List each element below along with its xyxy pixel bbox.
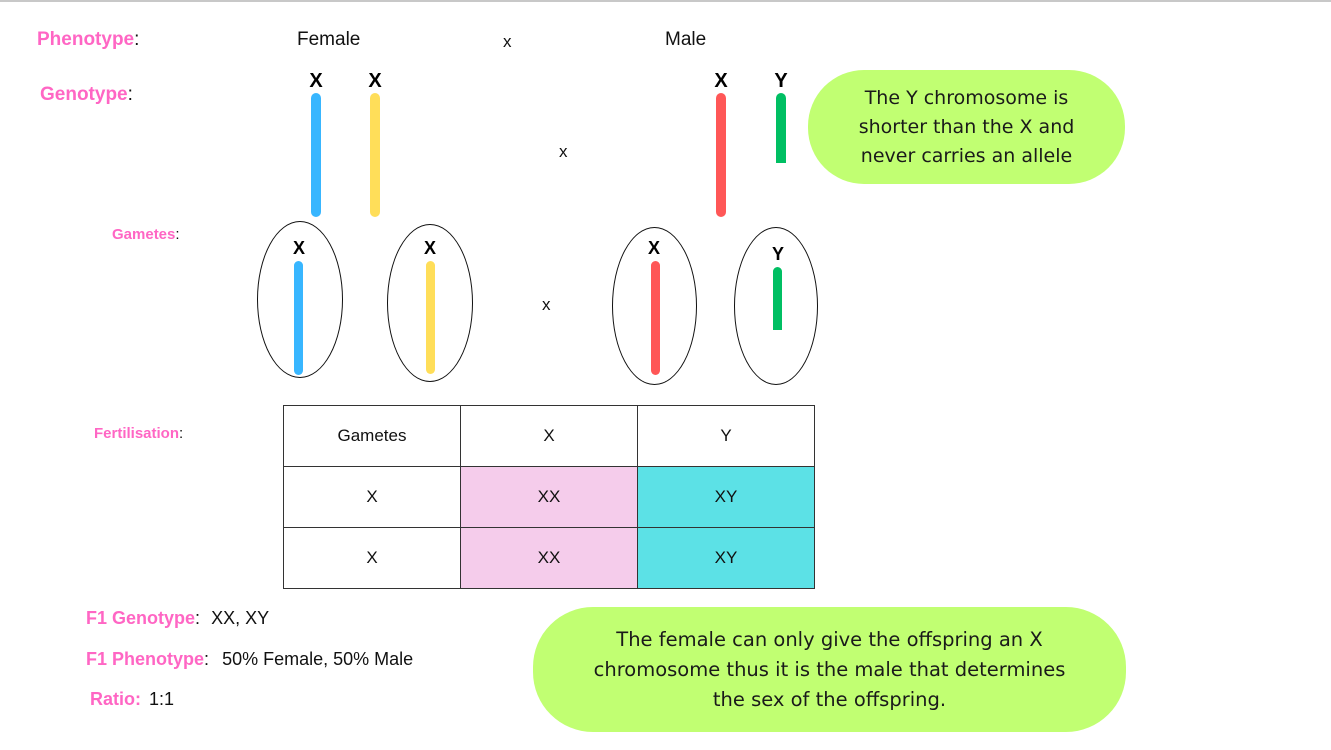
- genotype-label-group: Genotype:: [40, 84, 133, 106]
- table-header-cell: X: [460, 405, 638, 467]
- phenotype-colon: :: [134, 29, 140, 50]
- gamete-1-chromosome-blue: [294, 261, 303, 375]
- table-row: X XX XY: [283, 466, 815, 528]
- fertilisation-label: Fertilisation: [94, 425, 180, 442]
- f1-genotype-colon: :: [195, 608, 201, 628]
- phenotype-label-group: Phenotype:: [37, 29, 139, 51]
- gamete-4-label: Y: [771, 244, 784, 264]
- female-chromosome-1-label: X: [309, 70, 323, 92]
- f1-phenotype-colon: :: [204, 649, 210, 669]
- female-chromosome-2-label: X: [368, 70, 382, 92]
- male-chromosome-2-label: Y: [774, 70, 788, 92]
- callout-line: the sex of the offspring.: [712, 687, 947, 711]
- offspring-male-cell: XY: [637, 466, 815, 528]
- gamete-1-label: X: [292, 238, 305, 258]
- f1-genotype-label: F1 Genotype: [86, 608, 196, 628]
- top-divider: [0, 0, 1331, 2]
- callout-line: The Y chromosome is: [864, 86, 1069, 109]
- gamete-3-label: X: [647, 238, 660, 258]
- offspring-male-cell: XY: [637, 527, 815, 589]
- genotype-label: Genotype: [40, 84, 128, 105]
- f1-genotype-row: F1 Genotype: XX, XY: [86, 608, 269, 629]
- ratio-row: Ratio: 1:1: [90, 689, 174, 710]
- offspring-female-cell: XX: [460, 527, 638, 589]
- male-y-chromosome-green: [776, 93, 786, 163]
- fertilisation-colon: :: [179, 425, 184, 442]
- phenotype-label: Phenotype: [37, 29, 135, 50]
- f1-phenotype-value: 50% Female, 50% Male: [222, 649, 414, 669]
- genotype-colon: :: [127, 84, 133, 105]
- gamete-4-chromosome-green: [773, 267, 782, 330]
- f1-phenotype-label: F1 Phenotype: [86, 649, 205, 669]
- table-header-row: Gametes X Y: [283, 405, 815, 467]
- gamete-male-2: [734, 227, 818, 385]
- gamete-2-chromosome-yellow: [426, 261, 435, 374]
- row-gamete-cell: X: [283, 466, 461, 528]
- ratio-value: 1:1: [149, 689, 175, 709]
- female-x-chromosome-yellow: [370, 93, 380, 217]
- fertilisation-label-group: Fertilisation:: [94, 425, 183, 442]
- parent-female-phenotype: Female: [297, 29, 361, 50]
- f1-phenotype-row: F1 Phenotype: 50% Female, 50% Male: [86, 649, 413, 670]
- male-chromosome-1-label: X: [714, 70, 728, 92]
- callout-line: chromosome thus it is the male that dete…: [593, 657, 1066, 681]
- table-header-cell: Y: [637, 405, 815, 467]
- phenotype-cross: x: [503, 32, 512, 51]
- gamete-male-1: [612, 227, 697, 385]
- parent-male-phenotype: Male: [665, 29, 707, 50]
- offspring-female-cell: XX: [460, 466, 638, 528]
- callout-line: shorter than the X and: [858, 115, 1075, 138]
- callout-line: The female can only give the offspring a…: [616, 627, 1043, 651]
- female-x-chromosome-blue: [311, 93, 321, 217]
- male-x-chromosome-red: [716, 93, 726, 217]
- gametes-colon: :: [175, 226, 180, 243]
- row-gamete-cell: X: [283, 527, 461, 589]
- gametes-label: Gametes: [112, 226, 176, 243]
- table-header-cell: Gametes: [283, 405, 461, 467]
- punnett-square: Gametes X Y X XX XY X XX XY: [283, 405, 815, 589]
- callout-line: never carries an allele: [860, 144, 1073, 167]
- y-chromosome-callout: The Y chromosome is shorter than the X a…: [808, 70, 1125, 184]
- gametes-cross: x: [542, 295, 551, 314]
- ratio-label: Ratio:: [90, 689, 141, 709]
- gamete-3-chromosome-red: [651, 261, 660, 375]
- sex-determination-callout: The female can only give the offspring a…: [533, 607, 1126, 732]
- table-row: X XX XY: [283, 527, 815, 589]
- f1-genotype-value: XX, XY: [211, 608, 270, 628]
- gamete-female-2: [387, 224, 473, 382]
- gamete-2-label: X: [423, 238, 436, 258]
- gametes-label-group: Gametes:: [112, 226, 180, 243]
- genotype-cross: x: [559, 142, 568, 161]
- gamete-female-1: [257, 221, 343, 378]
